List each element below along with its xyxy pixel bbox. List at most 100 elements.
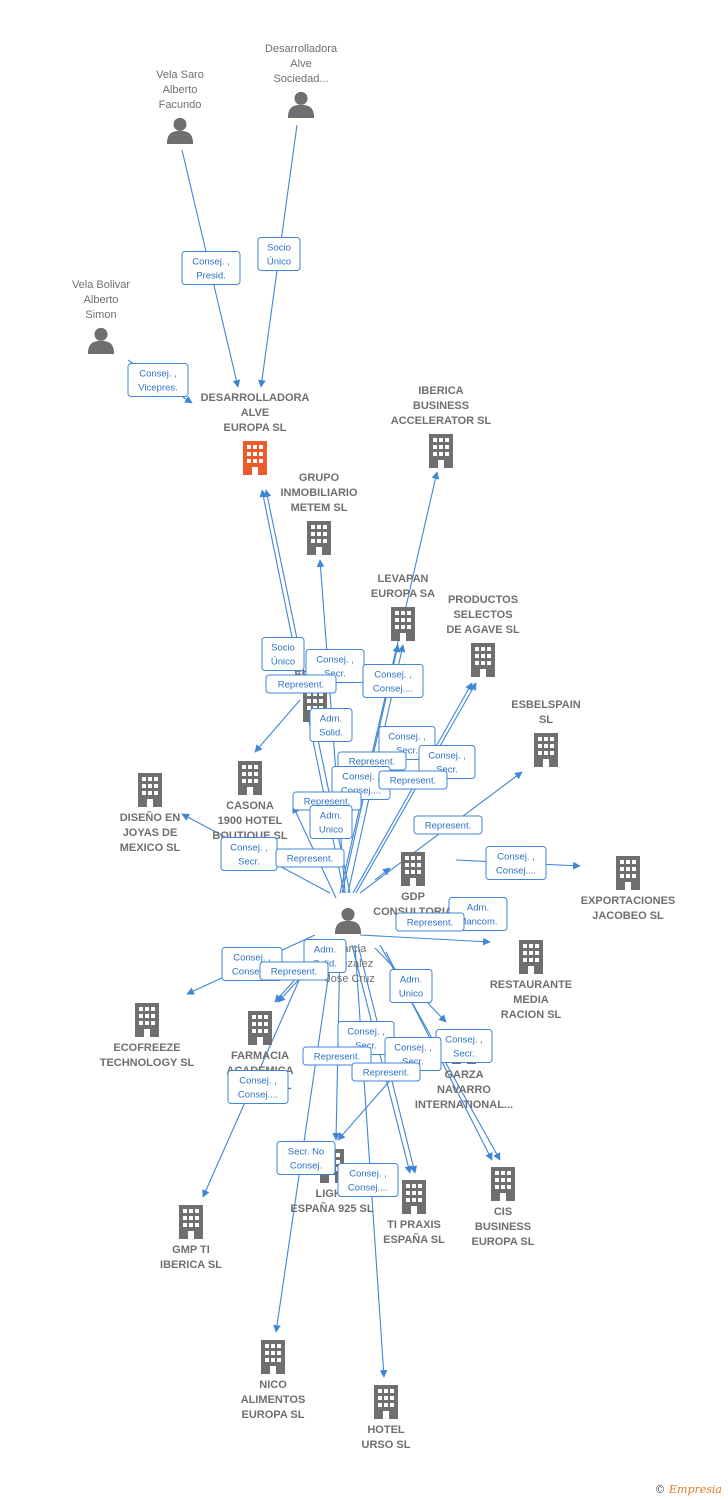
- building-icon[interactable]: [429, 434, 453, 468]
- edge-label-box: [413, 815, 483, 835]
- node-label: Facundo: [159, 99, 202, 111]
- edge-label-text: Consej. ,: [374, 670, 412, 681]
- edge-label-text: Consej. ,: [497, 852, 535, 863]
- edge-label-box: [259, 961, 329, 981]
- edge-label-text: Secr. No: [288, 1147, 324, 1158]
- edge-label-text: Consej. ,: [192, 257, 230, 268]
- building-icon[interactable]: [243, 441, 267, 475]
- node-label: FARMACIA: [231, 1050, 289, 1062]
- relation-edge: [359, 934, 491, 946]
- building-icon[interactable]: [248, 1011, 272, 1045]
- node-label: Alve: [290, 58, 311, 70]
- edge-label-text: Adm.: [467, 903, 489, 914]
- node-label: PRODUCTOS: [448, 594, 518, 606]
- edge-label-text: Represent.: [407, 918, 453, 929]
- edge-label: Consej. ,Secr.: [305, 649, 365, 683]
- building-icon[interactable]: [238, 761, 262, 795]
- node-label: ESPAÑA SL: [383, 1233, 445, 1246]
- building-icon[interactable]: [491, 1167, 515, 1201]
- edge-label-text: Consej. ,: [394, 1043, 432, 1054]
- edge-label-text: Represent.: [349, 757, 395, 768]
- edge-label-box: [389, 969, 433, 1003]
- edge-label-text: Consej. ,: [233, 953, 271, 964]
- building-icon[interactable]: [135, 1003, 159, 1037]
- node-label: IBERICA SL: [160, 1259, 222, 1271]
- node-label: 1900 HOTEL: [218, 815, 283, 827]
- edge-label-text: Presid.: [196, 271, 226, 282]
- edge-label-box: [275, 848, 345, 868]
- edge-label: Represent.: [259, 961, 329, 981]
- edge-label: Consej. , Presid.: [181, 251, 241, 285]
- person-icon[interactable]: [166, 117, 194, 144]
- node-label: SL: [539, 714, 553, 726]
- building-icon[interactable]: [616, 856, 640, 890]
- building-icon[interactable]: [534, 733, 558, 767]
- edge-label-text: Consej....: [496, 866, 536, 877]
- edge-label-text: Solid.: [319, 728, 343, 739]
- edge-label-text: Adm.: [320, 811, 342, 822]
- building-icon[interactable]: [401, 852, 425, 886]
- edge-label-box: [257, 237, 301, 271]
- node-label: GRUPO: [299, 472, 340, 484]
- edge-label: Consej. ,Secr.: [220, 837, 278, 871]
- building-icon[interactable]: [179, 1205, 203, 1239]
- node-label: RACION SL: [501, 1009, 562, 1021]
- building-icon[interactable]: [402, 1180, 426, 1214]
- node-label: RESTAURANTE: [490, 979, 572, 991]
- edge-label-text: Consej. ,: [230, 843, 268, 854]
- building-icon[interactable]: [471, 643, 495, 677]
- edge-label-text: Consej. ,: [428, 751, 466, 762]
- edge-label-box: [309, 708, 353, 742]
- edge-label-text: Mancom.: [458, 917, 497, 928]
- edge-label: Represent.: [413, 815, 483, 835]
- building-icon[interactable]: [519, 940, 543, 974]
- building-icon[interactable]: [374, 1385, 398, 1419]
- person-icon[interactable]: [334, 907, 362, 934]
- building-icon[interactable]: [391, 607, 415, 641]
- copyright-symbol: ©: [654, 1483, 666, 1496]
- edge-label: Consej. ,Consej....: [362, 664, 424, 698]
- person-icon[interactable]: [87, 327, 115, 354]
- building-icon[interactable]: [261, 1340, 285, 1374]
- company-node-gmpti[interactable]: GMP TI IBERICA SL: [160, 1205, 222, 1271]
- node-label: URSO SL: [362, 1439, 411, 1451]
- edge-label-text: Unico: [319, 825, 343, 836]
- node-label: ECOFREEZE: [113, 1042, 180, 1054]
- edge-label-box: [337, 1163, 399, 1197]
- building-icon[interactable]: [138, 773, 162, 807]
- node-label: SELECTOS: [453, 609, 512, 621]
- node-label: GMP TI: [172, 1244, 210, 1256]
- relation-edge: [254, 699, 301, 753]
- node-label: Jose Cruz: [325, 973, 375, 985]
- person-icon[interactable]: [287, 91, 315, 118]
- edge-label-text: Secr.: [453, 1049, 475, 1060]
- brand-logo-text[interactable]: Empresia: [669, 1483, 722, 1496]
- edge-label-box: [395, 912, 465, 932]
- edge-label: Adm.Solid.: [309, 708, 353, 742]
- company-node-garza[interactable]: GARZANAVARROINTERNATIONAL...: [415, 1030, 513, 1111]
- node-label: BUSINESS: [475, 1221, 531, 1233]
- building-icon[interactable]: [307, 521, 331, 555]
- person-node-desarrolladora_soc[interactable]: DesarrolladoraAlveSociedad...: [265, 43, 338, 118]
- edge-label-text: Consej. ,: [342, 772, 380, 783]
- edge-label-text: Vicepres.: [138, 383, 177, 394]
